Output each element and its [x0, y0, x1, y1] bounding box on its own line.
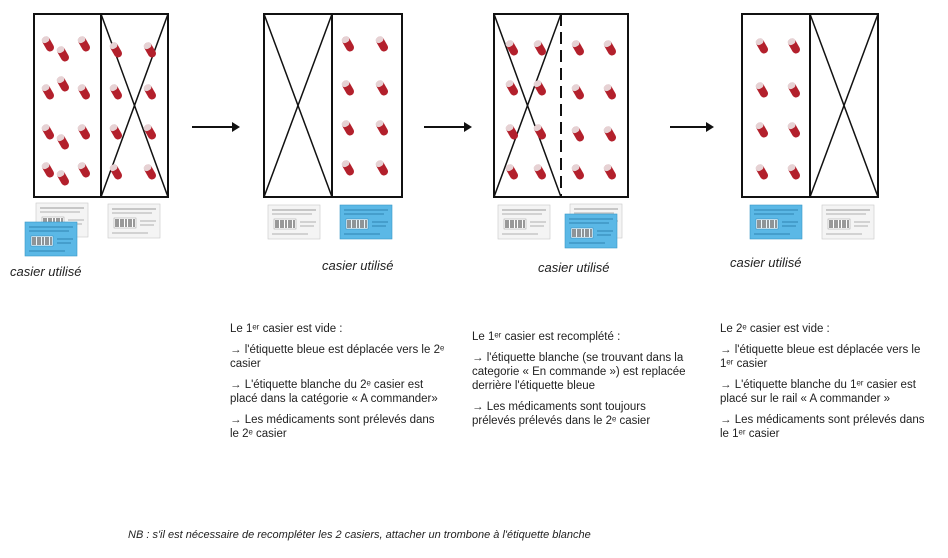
note-item: → Les médicaments sont toujours prélevés…: [472, 401, 651, 427]
caption-stage-2: casier utilisé: [322, 258, 394, 273]
pill-icon: [754, 37, 802, 181]
footnote: NB : s'il est nécessaire de recompléter …: [128, 529, 591, 541]
barcode-label-icon: [497, 203, 623, 249]
stage-4: [741, 13, 879, 240]
stage-1: [24, 13, 169, 257]
note-stage-3: Le 1ᵉʳ casier est recomplété : → l'étiqu…: [472, 330, 687, 435]
note-title: Le 1ᵉʳ casier est vide :: [230, 323, 343, 335]
arrow-right-icon: [192, 122, 240, 132]
arrow-right-icon: [670, 122, 714, 132]
caption-stage-1: casier utilisé: [10, 264, 82, 279]
note-item: → l'étiquette bleue est déplacée vers le…: [720, 344, 921, 370]
note-item: → Les médicaments sont prélevés dans le …: [230, 414, 435, 440]
note-item: → L'étiquette blanche du 2ᵉ casier est p…: [230, 379, 438, 405]
caption-stage-4: casier utilisé: [730, 255, 802, 270]
note-item: → Les médicaments sont prélevés dans le …: [720, 414, 925, 440]
barcode-label-icon: [267, 204, 393, 240]
arrow-right-icon: [424, 122, 472, 132]
note-stage-2: Le 1ᵉʳ casier est vide : → l'étiquette b…: [230, 322, 445, 448]
note-stage-4: Le 2ᵉ casier est vide : → l'étiquette bl…: [720, 322, 935, 448]
barcode-label-icon: [24, 202, 161, 257]
stage-2: [263, 13, 403, 240]
pill-icon: [340, 35, 390, 177]
note-item: → L'étiquette blanche du 1ᵉʳ casier est …: [720, 379, 916, 405]
note-item: → l'étiquette bleue est déplacée vers le…: [230, 344, 445, 370]
pill-icon: [40, 35, 158, 187]
note-item: → l'étiquette blanche (se trouvant dans …: [472, 352, 686, 392]
note-title: Le 1ᵉʳ casier est recomplété :: [472, 331, 621, 343]
caption-stage-3: casier utilisé: [538, 260, 610, 275]
note-title: Le 2ᵉ casier est vide :: [720, 323, 830, 335]
stage-3: [493, 13, 629, 249]
barcode-label-icon: [749, 204, 875, 240]
